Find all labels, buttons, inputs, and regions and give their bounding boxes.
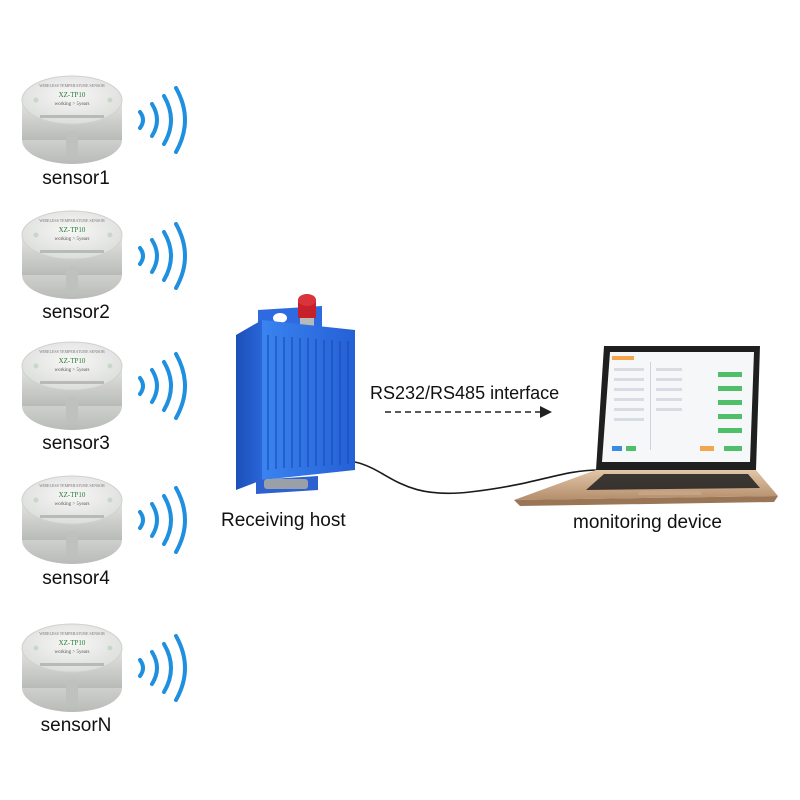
sensor-device-3	[21, 341, 123, 430]
sensor-model-text: XZ-TP10	[58, 91, 86, 99]
sensor-life-text: working > 5years	[54, 102, 90, 107]
sensor-life-text: working > 5years	[54, 502, 90, 507]
receiver-device	[236, 294, 355, 494]
wave-icon-1	[138, 86, 187, 154]
wave-icon-4	[138, 486, 187, 554]
sensor-label-2: sensor2	[42, 302, 110, 323]
cable-line	[354, 461, 601, 495]
sensor-header-text: WIRELESS TEMPERATURE SENSOR	[39, 349, 105, 354]
monitor-label: monitoring device	[573, 512, 722, 533]
sensor-header-text: WIRELESS TEMPERATURE SENSOR	[39, 631, 105, 636]
sensor-life-text: working > 5years	[54, 237, 90, 242]
sensor-device-2	[21, 210, 123, 299]
sensor-device-1	[21, 75, 123, 164]
wave-icon-3	[138, 352, 187, 420]
wave-icon-n	[138, 634, 187, 702]
sensor-header-text: WIRELESS TEMPERATURE SENSOR	[39, 218, 105, 223]
laptop-device	[514, 346, 778, 506]
sensor-device-n	[21, 623, 123, 712]
sensor-model-text: XZ-TP10	[58, 491, 86, 499]
receiver-label: Receiving host	[221, 510, 346, 531]
sensor-header-text: WIRELESS TEMPERATURE SENSOR	[39, 83, 105, 88]
sensor-model-text: XZ-TP10	[58, 226, 86, 234]
sensor-header-text: WIRELESS TEMPERATURE SENSOR	[39, 483, 105, 488]
sensor-model-text: XZ-TP10	[58, 639, 86, 647]
wave-icon-2	[138, 222, 187, 290]
sensor-label-n: sensorN	[40, 715, 112, 736]
sensor-label-4: sensor4	[42, 568, 110, 589]
sensor-device-4	[21, 475, 123, 564]
sensor-life-text: working > 5years	[54, 650, 90, 655]
interface-label: RS232/RS485 interface	[370, 383, 560, 403]
sensor-life-text: working > 5years	[54, 368, 90, 373]
interface-arrow	[385, 406, 552, 418]
sensor-model-text: XZ-TP10	[58, 357, 86, 365]
sensor-label-3: sensor3	[42, 433, 110, 454]
sensor-label-1: sensor1	[42, 168, 110, 189]
